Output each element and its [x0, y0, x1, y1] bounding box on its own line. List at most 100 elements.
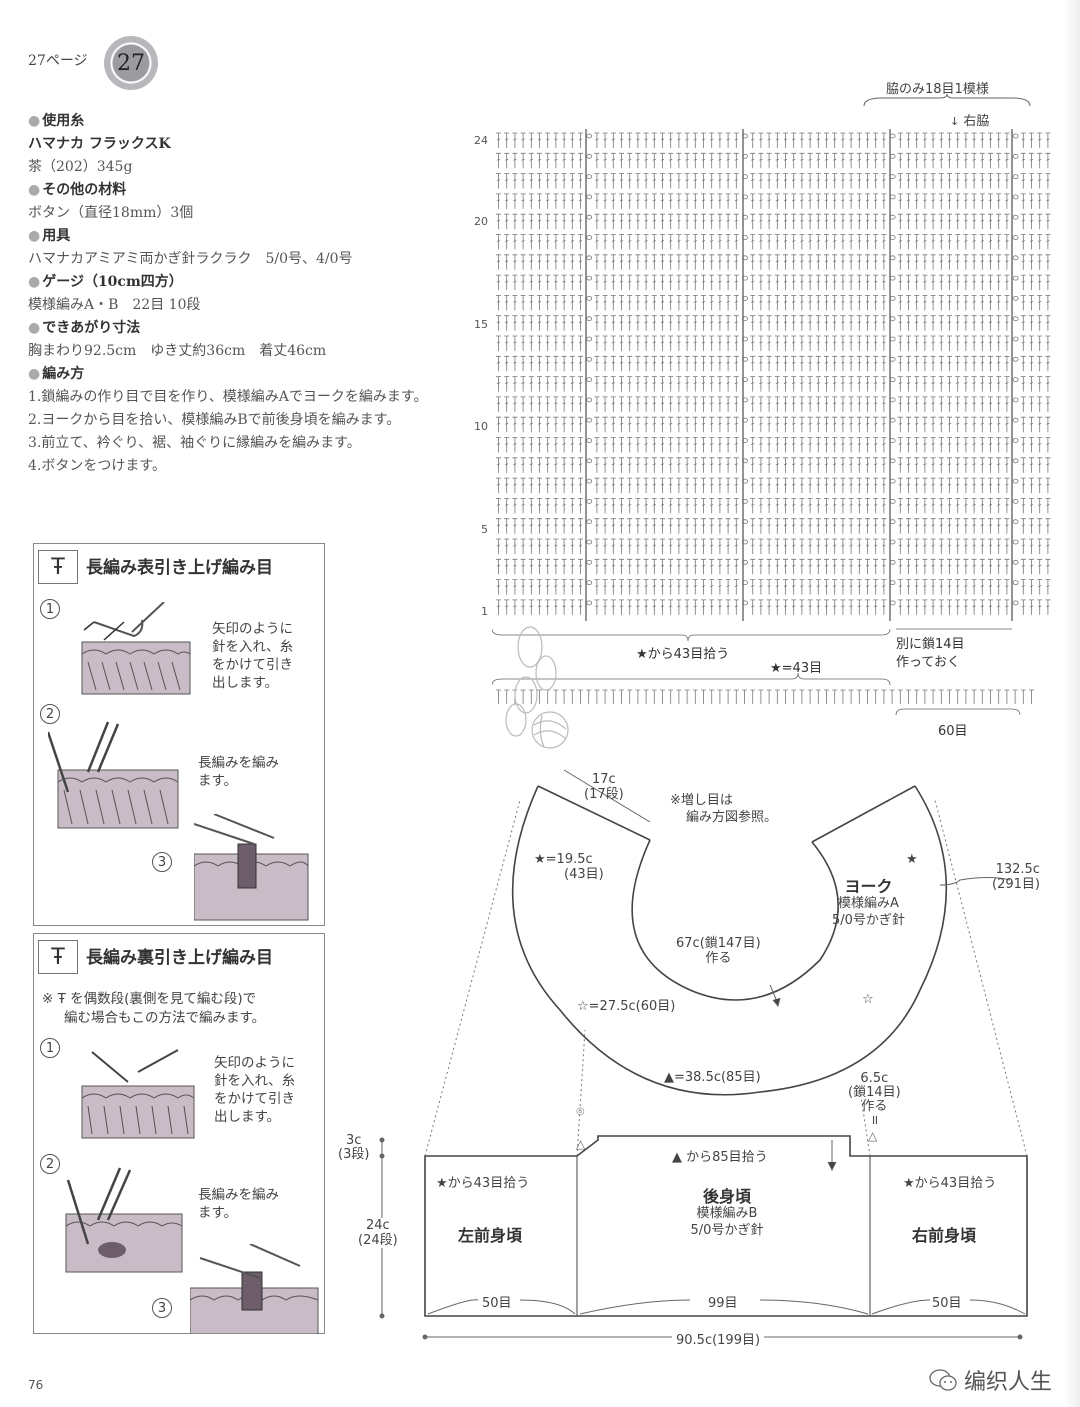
measure-value: 132.5c: [995, 862, 1040, 877]
equal-mark-icon: ॥: [870, 1113, 879, 1128]
step-2-text: 長編みを編み ます。: [198, 1186, 279, 1222]
step-text-line: 長編みを編み: [198, 755, 279, 771]
step-text-line: 矢印のように: [214, 1055, 295, 1071]
left-stitch-count: 50目: [482, 1296, 512, 1311]
tools-detail: ハマナカアミアミ両かぎ針ラクラク 5/0号、4/0号: [28, 251, 353, 267]
size-detail: 胸まわり92.5cm ゆき丈約36cm 着丈46cm: [28, 343, 327, 359]
step-number: 3: [152, 852, 172, 872]
open-triangle-icon: △: [576, 1137, 586, 1151]
tools-heading: 用具: [28, 225, 478, 248]
yarn-ball-illustration-icon: [505, 626, 569, 749]
star-measure: ★=19.5c (43目): [534, 852, 604, 882]
arrow-down-icon: ↓: [950, 115, 960, 128]
size-heading: できあがり寸法: [28, 317, 478, 340]
step-text-line: 長編みを編み: [198, 1187, 279, 1203]
page-number: 76: [28, 1378, 44, 1392]
open-star-mark-icon: ☆: [862, 992, 874, 1007]
step-text-line: 針を入れ、糸: [212, 639, 294, 655]
increase-note: ※増し目は 編み方図参照。: [670, 792, 777, 826]
repeat-brace-icon: [863, 94, 1031, 107]
note-line: ※ Ŧ を偶数段(裏側を見て編む段)で: [42, 991, 257, 1007]
page-reference: 27ページ: [28, 53, 88, 69]
row-number: 10: [474, 420, 488, 433]
step-text-line: をかけて引き: [214, 1091, 295, 1107]
step-number: 2: [40, 1154, 60, 1174]
method-step: 1.鎖編みの作り目で目を作り、模様編みAでヨークを編みます。: [28, 389, 428, 405]
step-text-line: 出します。: [214, 1109, 281, 1125]
crochet-illustration-icon: [48, 721, 179, 829]
technique-title: 長編み裏引き上げ編み目: [86, 947, 273, 968]
gauge-heading: ゲージ（10cm四方）: [28, 271, 478, 294]
step-2-text: 長編みを編み ます。: [198, 754, 279, 790]
crochet-illustration-icon: [65, 1167, 183, 1273]
back-hook: 5/0号かぎ針: [690, 1223, 764, 1238]
yoke-hook: 5/0号かぎ針: [832, 913, 905, 928]
circle-marker-icon: ◎: [576, 1106, 585, 1117]
left-front-label: 左前身頃: [458, 1226, 523, 1245]
back-pattern: 模様編みB: [696, 1206, 758, 1221]
measure-rows: (3段): [338, 1147, 370, 1162]
watermark-text: 编织人生: [964, 1370, 1053, 1395]
step-number: 3: [152, 1298, 172, 1318]
step-number: 1: [40, 1038, 60, 1058]
measure-note: 作る: [861, 1099, 888, 1114]
measure-rows: (17段): [584, 787, 624, 802]
crochet-illustration-icon: [190, 1244, 319, 1334]
bottom-count-label: 60目: [938, 724, 968, 739]
measure-value: 17c: [591, 772, 616, 787]
step-text-line: 出します。: [212, 675, 279, 691]
shoulder-measure: 17c (17段): [584, 772, 624, 802]
step-text-line: 矢印のように: [212, 621, 293, 637]
total-width-measure: 90.5c(199目): [672, 1329, 765, 1348]
back-post-dc-symbol-icon: Ŧ: [38, 940, 78, 974]
measure-value: 24c: [365, 1218, 390, 1233]
left-pickup-label: ★から43目拾う: [436, 1176, 530, 1191]
chain-note-line: 別に鎖14目: [896, 637, 965, 652]
step-1-text: 矢印のように 針を入れ、糸 をかけて引き 出します。: [214, 1054, 295, 1126]
other-materials-detail: ボタン（直径18mm）3個: [28, 205, 194, 221]
crochet-illustration-icon: [81, 602, 191, 695]
front-post-dc-symbol-icon: Ŧ: [38, 550, 78, 584]
underarm-measure: 6.5c (鎖14目) 作る ॥: [848, 1072, 901, 1128]
back-title: 後身頃: [702, 1187, 751, 1206]
note-line: 編む場合もこの方法で編みます。: [64, 1010, 266, 1026]
other-materials-heading: その他の材料: [28, 179, 478, 202]
watermark: 编织人生: [928, 1364, 1052, 1396]
chart-repeat-label: 脇のみ18目1模様: [886, 82, 989, 97]
right-stitch-count: 50目: [932, 1296, 962, 1311]
right-front-label: 右前身頃: [912, 1226, 977, 1245]
yoke-label: ヨーク 模様編みA 5/0号かぎ針: [832, 878, 905, 929]
wechat-icon: [929, 1369, 957, 1391]
method-step: 4.ボタンをつけます。: [28, 458, 166, 474]
crochet-illustration-icon: [194, 814, 309, 921]
measure-value: 6.5c: [860, 1071, 889, 1086]
technique-back-post-dc: Ŧ 長編み裏引き上げ編み目 ※ Ŧ を偶数段(裏側を見て編む段)で 編む場合もこ…: [33, 933, 325, 1334]
back-pickup-label: ▲ から85目拾う: [672, 1146, 768, 1165]
star-mark-icon: ★: [906, 852, 918, 867]
step-number: 1: [40, 599, 60, 619]
note-line: 編み方図参照。: [686, 810, 778, 825]
technique-note: ※ Ŧ を偶数段(裏側を見て編む段)で 編む場合もこの方法で編みます。: [42, 990, 265, 1028]
yoke-outer-measure: 132.5c (291目): [992, 862, 1040, 892]
page-badge: 27: [104, 36, 158, 90]
badge-number: 27: [117, 50, 145, 76]
step-text-line: ます。: [198, 1205, 238, 1221]
row-number: 5: [481, 523, 488, 536]
right-side-label: ↓ 右脇: [950, 110, 989, 129]
measure-chain: (鎖14目): [848, 1085, 901, 1100]
yoke-title: ヨーク: [844, 877, 893, 896]
body-height-measure: 24c (24段): [358, 1218, 398, 1248]
step-text-line: ます。: [198, 773, 238, 789]
yarn-heading: 使用糸: [28, 110, 478, 133]
yarn-detail: 茶（202）345g: [28, 159, 133, 175]
yoke-pattern: 模様編みA: [838, 896, 899, 911]
measure-value: 67c(鎖147目): [676, 936, 761, 951]
step-text-line: 針を入れ、糸: [214, 1073, 296, 1089]
technique-front-post-dc: Ŧ 長編み表引き上げ編み目 1 矢印のように 針を入れ、糸 をかけて引き 出しま…: [33, 543, 325, 926]
neck-chain-measure: 67c(鎖147目) 作る: [676, 936, 761, 966]
yarn-name: ハマナカ フラックスK: [28, 136, 171, 152]
note-line: ※増し目は: [670, 793, 733, 808]
measure-stitches: (43目): [564, 867, 604, 882]
chain-note: 別に鎖14目 作っておく: [896, 636, 965, 672]
technique-title: 長編み表引き上げ編み目: [86, 557, 273, 578]
